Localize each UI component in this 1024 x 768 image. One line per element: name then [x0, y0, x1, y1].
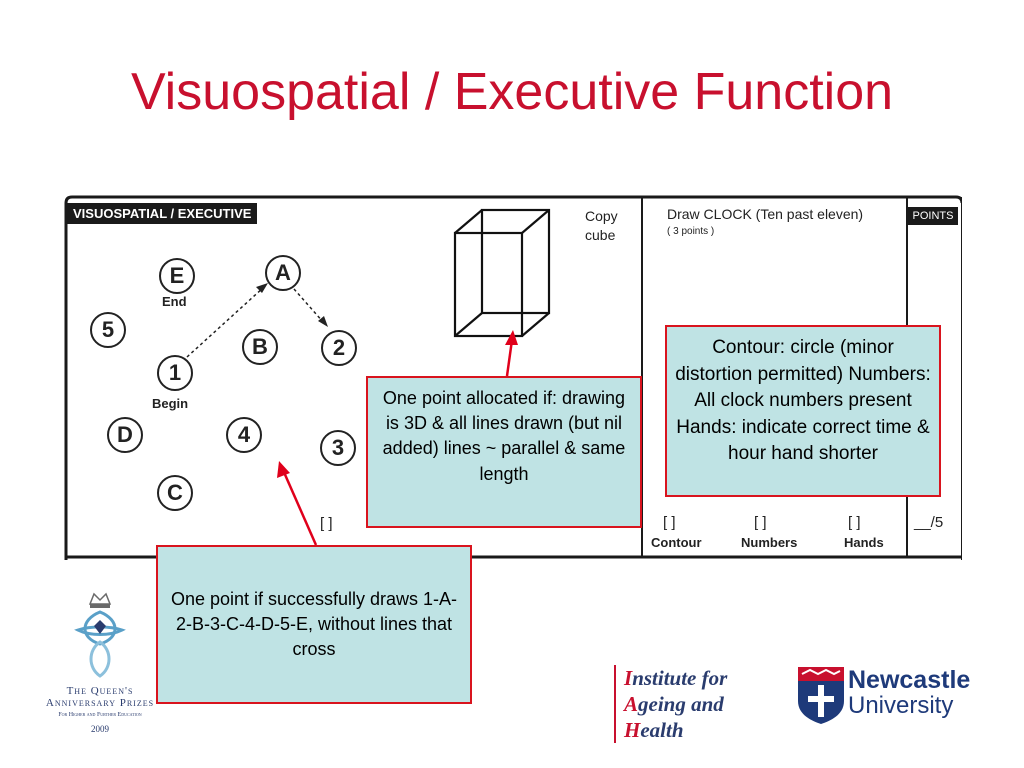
trail-node-1: 1 — [157, 355, 193, 391]
institute-line3: Health — [624, 718, 684, 742]
numbers-label: Numbers — [741, 535, 798, 550]
crown-emblem-icon — [74, 592, 126, 678]
clock-scoring-callout: Contour: circle (minor distortion permit… — [665, 325, 941, 497]
contour-bracket: [ ] — [663, 514, 676, 531]
institute-ageing-health-logo: Institute for Ageing and Health — [614, 665, 727, 743]
points-header: POINTS — [908, 207, 958, 225]
newcastle-line2: University — [848, 692, 954, 719]
moca-form-excerpt: VISUOSPATIAL / EXECUTIVE POINTS E End A … — [64, 195, 962, 560]
numbers-bracket: [ ] — [754, 514, 767, 531]
institute-line1: Institute for — [624, 666, 728, 690]
trail-node-5: 5 — [90, 312, 126, 348]
university-crest-icon — [798, 667, 844, 724]
trail-node-c: C — [157, 475, 193, 511]
hands-bracket: [ ] — [848, 514, 861, 531]
queens-anniversary-prizes-logo: The Queen's Anniversary Prizes For Highe… — [40, 590, 160, 734]
trail-node-b: B — [242, 329, 278, 365]
trail-node-d: D — [107, 417, 143, 453]
draw-clock-label: Draw CLOCK (Ten past eleven) — [667, 206, 864, 222]
end-label: End — [162, 294, 187, 309]
trail-node-3: 3 — [320, 430, 356, 466]
trail-node-e: E — [159, 258, 195, 294]
cube-scoring-callout: One point allocated if: drawing is 3D & … — [366, 376, 642, 528]
queens-prize-line3: For Higher and Further Education — [58, 712, 142, 718]
copy-cube-label: Copy cube — [585, 208, 618, 243]
cube-drawing — [453, 208, 551, 338]
trail-scoring-callout: One point if successfully draws 1-A-2-B-… — [156, 545, 472, 704]
queens-prize-year: 2009 — [91, 724, 109, 734]
trail-node-2: 2 — [321, 330, 357, 366]
section-header: VISUOSPATIAL / EXECUTIVE — [67, 203, 258, 224]
slide-title: Visuospatial / Executive Function — [130, 63, 894, 121]
trail-node-a: A — [265, 255, 301, 291]
newcastle-line1: Newcastle — [848, 666, 971, 694]
hands-label: Hands — [844, 535, 884, 550]
queens-prize-line2: Anniversary Prizes — [45, 697, 155, 709]
queens-prize-line1: The Queen's — [66, 685, 134, 697]
institute-line2: Ageing and — [624, 692, 724, 716]
clock-points-label: ( 3 points ) — [667, 226, 715, 237]
score-total: __/5 — [914, 514, 944, 531]
begin-label: Begin — [152, 396, 189, 411]
trail-node-4: 4 — [226, 417, 262, 453]
contour-label: Contour — [651, 535, 702, 550]
trail-score-bracket: [ ] — [320, 515, 333, 532]
